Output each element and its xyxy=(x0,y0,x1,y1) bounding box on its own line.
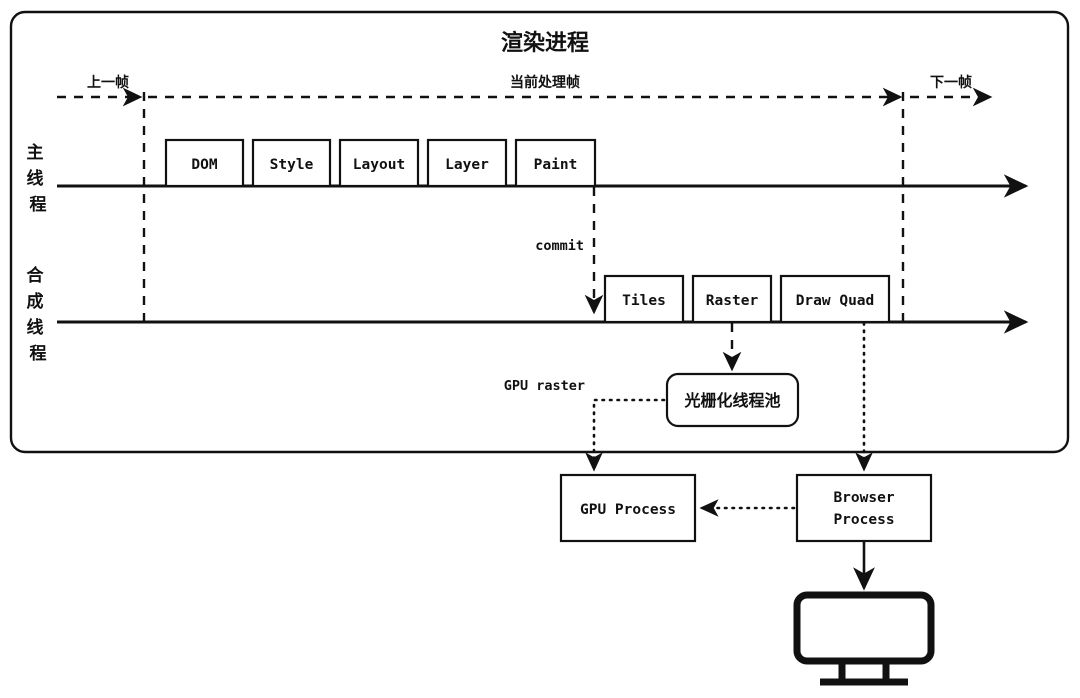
step-label-dom: DOM xyxy=(191,157,217,173)
step-label-layer: Layer xyxy=(445,157,489,173)
main-thread-step: Paint xyxy=(514,138,597,188)
page-title: 渲染进程 xyxy=(501,30,589,56)
current-frame-label: 当前处理帧 xyxy=(510,74,580,91)
monitor-icon xyxy=(793,591,935,686)
compositor-step: Draw Quad xyxy=(779,274,891,324)
main-thread-step: Layout xyxy=(338,138,420,188)
step-box-layer[interactable] xyxy=(426,138,508,188)
raster-thread-pool: 光栅化线程池 xyxy=(665,372,800,428)
lane-label-compositor-thread: 合 成 线 程 xyxy=(27,265,50,364)
step-label-draw-quad: Draw Quad xyxy=(796,293,875,309)
gpu-process-box[interactable] xyxy=(559,473,697,543)
step-label-paint: Paint xyxy=(534,157,578,173)
step-label-tiles: Tiles xyxy=(622,293,666,309)
commit-label: commit xyxy=(535,238,584,254)
renderer-process-container xyxy=(9,10,1070,454)
step-box-dom[interactable] xyxy=(164,138,245,188)
browser-process-label-line2: Process xyxy=(833,512,894,528)
previous-frame-label: 上一帧 xyxy=(87,74,129,91)
main-thread-step: Style xyxy=(251,138,332,188)
lane-label-main-thread: 主 线 程 xyxy=(27,142,50,215)
step-box-layout[interactable] xyxy=(338,138,420,188)
compositor-step: Tiles xyxy=(603,274,685,324)
step-label-style: Style xyxy=(270,157,314,173)
step-label-raster: Raster xyxy=(706,293,759,309)
main-thread-steps: DOM Style Layout Layer Paint xyxy=(164,138,597,188)
browser-process-box[interactable] xyxy=(795,473,933,543)
step-box-paint[interactable] xyxy=(514,138,597,188)
browser-process: Browser Process xyxy=(795,473,933,543)
main-thread-step: Layer xyxy=(426,138,508,188)
gpu-raster-label: GPU raster xyxy=(504,378,585,394)
gpu-process: GPU Process xyxy=(559,473,697,543)
browser-process-label-line1: Browser xyxy=(833,490,894,506)
next-frame-label: 下一帧 xyxy=(930,74,972,91)
step-box-draw-quad[interactable] xyxy=(779,274,891,324)
step-box-style[interactable] xyxy=(251,138,332,188)
step-label-layout: Layout xyxy=(353,157,405,173)
gpu-raster-path xyxy=(585,398,666,472)
main-thread-step: DOM xyxy=(164,138,245,188)
compositor-step: Raster xyxy=(691,274,773,324)
step-box-tiles[interactable] xyxy=(603,274,685,324)
raster-thread-pool-label: 光栅化线程池 xyxy=(683,391,780,410)
raster-thread-pool-box[interactable] xyxy=(665,372,800,428)
compositor-thread-steps: Tiles Raster Draw Quad xyxy=(603,274,891,324)
monitor-screen xyxy=(793,591,935,665)
step-box-raster[interactable] xyxy=(691,274,773,324)
gpu-process-label: GPU Process xyxy=(580,502,676,518)
